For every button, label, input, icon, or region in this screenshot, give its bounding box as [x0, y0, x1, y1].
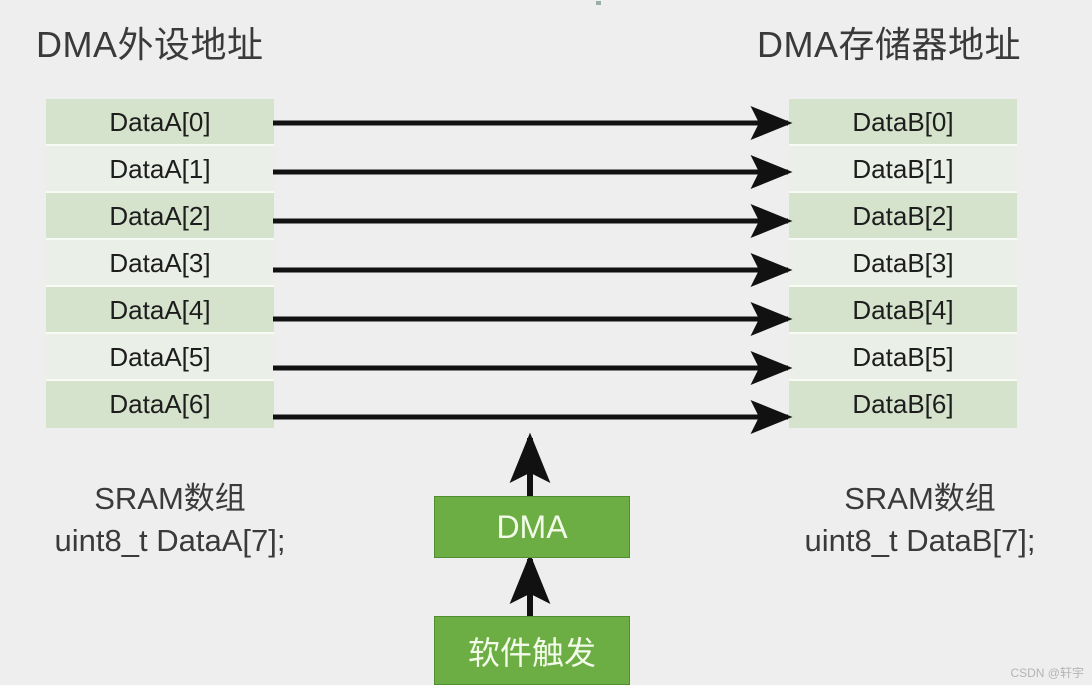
- left-memory-column: DataA[0] DataA[1] DataA[2] DataA[3] Data…: [46, 99, 274, 428]
- left-caption-line-1: SRAM数组: [94, 481, 246, 516]
- memory-cell: DataB[0]: [789, 99, 1017, 146]
- right-caption-line-1: SRAM数组: [844, 481, 996, 516]
- left-caption-line-2: uint8_t DataA[7];: [54, 523, 286, 558]
- memory-cell: DataA[1]: [46, 146, 274, 193]
- software-trigger-block[interactable]: 软件触发: [434, 616, 630, 685]
- memory-cell: DataB[5]: [789, 334, 1017, 381]
- memory-cell: DataB[2]: [789, 193, 1017, 240]
- dma-block[interactable]: DMA: [434, 496, 630, 558]
- memory-cell: DataA[5]: [46, 334, 274, 381]
- memory-cell: DataA[0]: [46, 99, 274, 146]
- memory-cell: DataA[6]: [46, 381, 274, 428]
- right-memory-column: DataB[0] DataB[1] DataB[2] DataB[3] Data…: [789, 99, 1017, 428]
- right-caption-line-2: uint8_t DataB[7];: [804, 523, 1036, 558]
- memory-cell: DataA[3]: [46, 240, 274, 287]
- memory-cell: DataA[4]: [46, 287, 274, 334]
- left-column-title: DMA外设地址: [36, 24, 264, 65]
- right-array-caption: SRAM数组 uint8_t DataB[7];: [755, 478, 1085, 562]
- capture-artifact: [596, 1, 601, 5]
- memory-cell: DataB[4]: [789, 287, 1017, 334]
- memory-cell: DataB[1]: [789, 146, 1017, 193]
- left-array-caption: SRAM数组 uint8_t DataA[7];: [10, 478, 330, 562]
- memory-cell: DataB[6]: [789, 381, 1017, 428]
- transfer-arrows: [273, 106, 793, 434]
- right-column-title: DMA存储器地址: [757, 24, 1021, 65]
- memory-cell: DataB[3]: [789, 240, 1017, 287]
- watermark: CSDN @轩宇: [1010, 666, 1084, 680]
- memory-cell: DataA[2]: [46, 193, 274, 240]
